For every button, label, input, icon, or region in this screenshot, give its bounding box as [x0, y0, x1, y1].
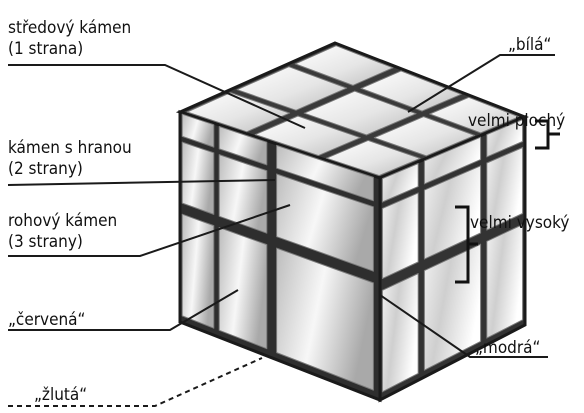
- edge-piece-label-line2: (2 strany): [8, 159, 83, 179]
- top-face-tile: [373, 116, 476, 157]
- top-face-tile: [360, 70, 462, 112]
- top-face-tile: [236, 66, 348, 111]
- white-label: „bílá“: [508, 35, 552, 55]
- edge-piece-label-line1: kámen s hranou: [8, 138, 132, 158]
- right-face-tile: [423, 136, 482, 185]
- top-face-tile: [186, 92, 291, 133]
- top-face-tile: [429, 96, 520, 134]
- edge-piece-label: kámen s hranou (2 strany): [8, 138, 132, 180]
- leader-white: [407, 54, 555, 113]
- leader-lines: [7, 54, 555, 407]
- right-face-tile: [381, 273, 419, 393]
- leader-edge-piece: [7, 179, 276, 186]
- blue-label: „modrá“: [475, 338, 541, 358]
- leader-yellow: [8, 357, 263, 407]
- top-face-tile: [254, 115, 361, 157]
- very-tall-label: velmi vysoký: [470, 213, 570, 233]
- right-face-tile: [381, 192, 419, 280]
- left-face-tile: [218, 154, 268, 234]
- leader-corner-piece: [8, 204, 291, 257]
- center-piece-label-line1: středový kámen: [8, 18, 132, 38]
- corner-piece-label: rohový kámen (3 strany): [8, 211, 117, 253]
- left-face-tile: [218, 126, 268, 166]
- very-flat-label: velmi plochý: [468, 111, 566, 131]
- top-face-tile: [325, 139, 421, 177]
- yellow-label: „žlutá“: [34, 385, 88, 405]
- right-face-tile: [486, 147, 524, 231]
- left-face-tile: [218, 227, 268, 350]
- left-face-tile: [276, 173, 374, 272]
- leader-center-piece: [8, 64, 306, 129]
- height-brackets: [455, 119, 560, 284]
- right-face-tile: [486, 119, 524, 158]
- red-label: „červená“: [8, 310, 86, 330]
- corner-piece-label-line1: rohový kámen: [8, 211, 118, 231]
- left-face-tile: [276, 144, 374, 202]
- top-face-tile: [294, 45, 394, 86]
- leader-red: [8, 289, 239, 331]
- right-face-tile: [381, 163, 419, 203]
- corner-piece-label-line2: (3 strany): [8, 232, 83, 252]
- left-face-tile: [181, 213, 215, 329]
- leader-blue: [379, 294, 548, 358]
- left-face-tile: [276, 247, 374, 391]
- center-piece-label-line2: (1 strana): [8, 39, 84, 59]
- top-face-tile: [303, 90, 417, 136]
- left-face-tile: [181, 113, 215, 148]
- left-face-tile: [181, 141, 215, 215]
- right-face-tile: [486, 224, 524, 339]
- center-piece-label: středový kámen (1 strana): [8, 18, 131, 60]
